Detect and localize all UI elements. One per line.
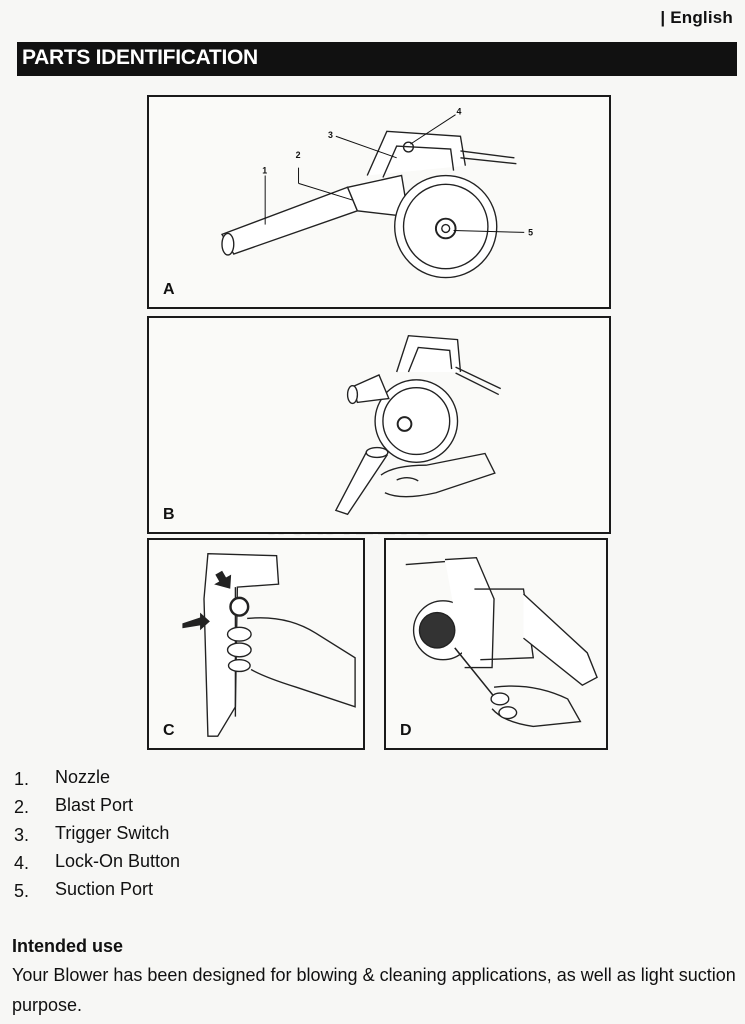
- callout-3: 3: [328, 130, 333, 140]
- trigger-lock-illustration: [182, 553, 356, 737]
- brush-replacement-illustration: [405, 556, 598, 728]
- callout-2: 2: [296, 150, 301, 160]
- list-label: Trigger Switch: [55, 823, 170, 843]
- figure-d: D: [384, 538, 608, 750]
- figure-c: C: [147, 538, 365, 750]
- section-banner: PARTS IDENTIFICATION: [17, 42, 737, 76]
- list-label: Lock-On Button: [55, 851, 181, 871]
- nozzle-attach-illustration: [334, 334, 502, 516]
- callout-1: 1: [262, 166, 267, 176]
- intended-use-heading: Intended use: [12, 936, 124, 956]
- blower-assembled-illustration: 1 2 3 4 5: [220, 107, 533, 279]
- list-number: 5.: [14, 881, 30, 901]
- language-label: | English: [660, 8, 733, 27]
- figure-b-letter: B: [163, 506, 175, 523]
- list-number: 4.: [14, 853, 30, 873]
- figure-b: B: [147, 316, 611, 534]
- section-title: PARTS IDENTIFICATION: [22, 46, 258, 69]
- list-number: 3.: [14, 825, 30, 845]
- list-label: Blast Port: [55, 795, 134, 815]
- figure-a-letter: A: [163, 281, 175, 298]
- list-label: Nozzle: [55, 767, 111, 787]
- intended-use-text: Your Blower has been designed for blowin…: [12, 965, 736, 1015]
- callout-5: 5: [528, 227, 533, 237]
- list-number: 2.: [14, 797, 30, 817]
- list-label: Suction Port: [55, 879, 154, 899]
- figure-c-letter: C: [163, 722, 175, 739]
- figure-d-letter: D: [400, 722, 412, 739]
- callout-4: 4: [457, 107, 462, 117]
- list-number: 1.: [14, 769, 30, 789]
- figure-a: 1 2 3 4 5 A: [147, 95, 611, 309]
